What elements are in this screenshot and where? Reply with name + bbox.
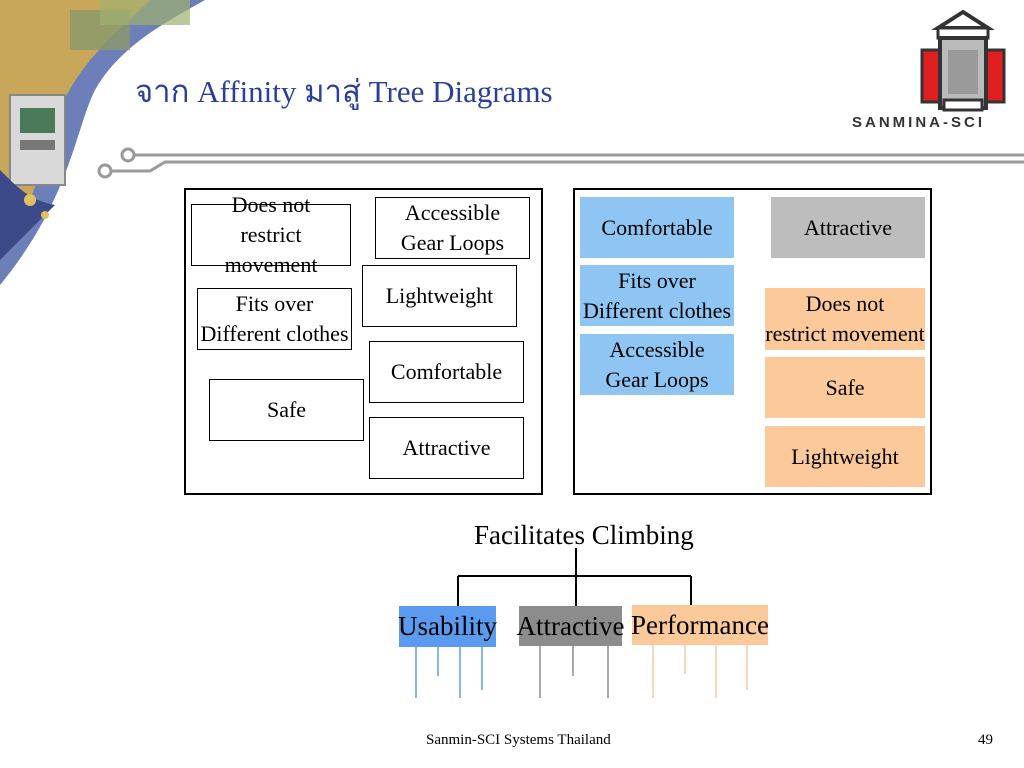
grouped-note-attractive: Attractive [771, 197, 925, 258]
logo-wordmark: SANMINA-SCI [852, 114, 985, 131]
header-divider [97, 147, 1024, 179]
page-number: 49 [978, 732, 993, 748]
tree-root-label: Facilitates Climbing [474, 520, 694, 550]
grouped-note-safe: Safe [765, 357, 925, 418]
grouped-note-lightweight: Lightweight [765, 426, 925, 487]
note-does-not-restrict-movement: Does not restrict movement [191, 192, 351, 277]
decorative-header-image [0, 0, 205, 285]
grouped-note-does-not-restrict-movement: Does not restrict movement [765, 288, 925, 350]
note-fits-over-different-clothes: Fits over Different clothes [197, 288, 352, 350]
sanmina-sci-logo [920, 10, 1006, 112]
tree-branch-attractive: Attractive [517, 606, 624, 646]
note-lightweight: Lightweight [362, 265, 517, 327]
grouped-note-comfortable: Comfortable [580, 197, 734, 258]
footer-company: Sanmin-SCI Systems Thailand [426, 732, 611, 748]
tree-connectors [415, 548, 748, 698]
slide-title: จาก Affinity มาสู่ Tree Diagrams [135, 74, 553, 109]
tree-branch-usability: Usability [398, 606, 497, 647]
grouped-note-fits-over-different-clothes: Fits over Different clothes [580, 265, 734, 326]
note-accessible-gear-loops: Accessible Gear Loops [375, 197, 530, 259]
note-comfortable: Comfortable [369, 341, 524, 403]
grouped-note-accessible-gear-loops: Accessible Gear Loops [580, 334, 734, 395]
note-safe: Safe [209, 379, 364, 441]
tree-branch-performance: Performance [631, 605, 769, 645]
note-attractive: Attractive [369, 417, 524, 479]
